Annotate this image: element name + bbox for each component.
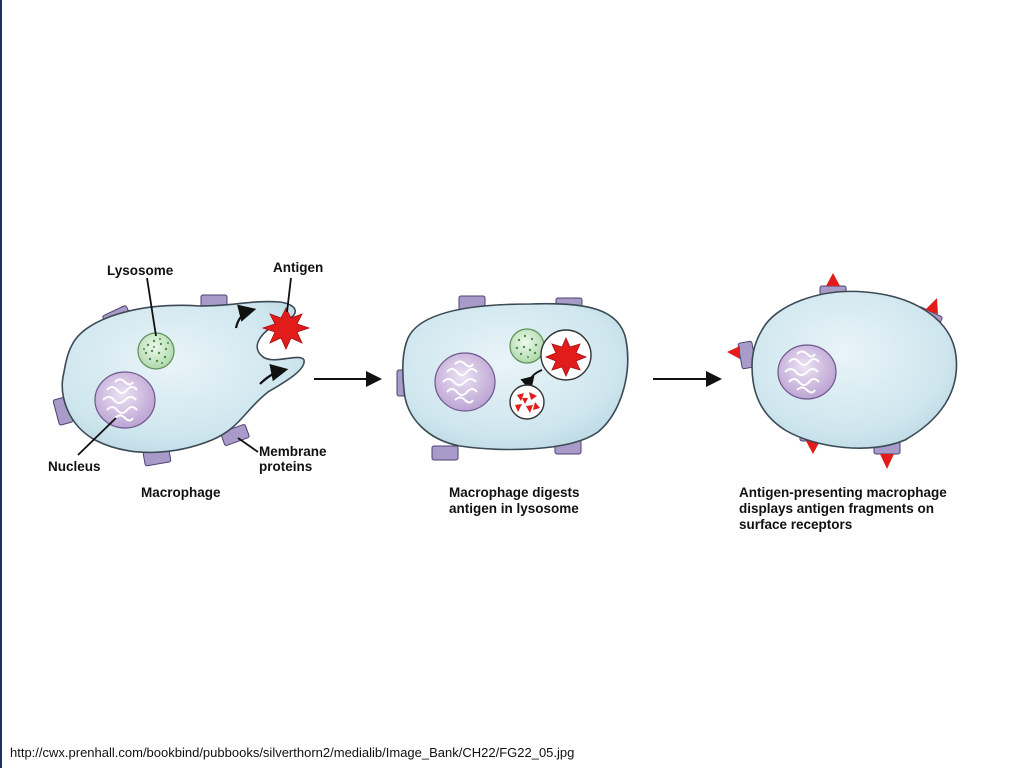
- panel-3-antigen-presentation: Antigen-presenting macrophage displays a…: [727, 273, 958, 532]
- nucleus-panel-3: [777, 344, 837, 400]
- panel-2-caption-line2: antigen in lysosome: [449, 501, 579, 516]
- antigen-presenting-macrophage-cell: [751, 290, 958, 449]
- lysosome-label: Lysosome: [107, 263, 174, 278]
- antigen-label: Antigen: [273, 260, 323, 275]
- lysosome: [137, 332, 175, 370]
- source-url-text: http://cwx.prenhall.com/bookbind/pubbook…: [10, 745, 575, 760]
- panel-1-macrophage: Lysosome Antigen Nucleus Membrane protei…: [48, 260, 327, 500]
- engulf-arrow-bottom: [259, 363, 289, 385]
- nucleus-label: Nucleus: [48, 459, 101, 474]
- displayed-antigen-fragments: [727, 273, 938, 469]
- phagosome-with-antigen: [540, 329, 592, 381]
- nucleus: [94, 371, 156, 429]
- panel-3-caption-line3: surface receptors: [739, 517, 852, 532]
- panel-2-digestion: Macrophage digests antigen in lysosome: [396, 295, 629, 516]
- fragmented-antigen-vesicle: [509, 384, 545, 420]
- antigen-icon: [261, 307, 311, 350]
- membrane-proteins-label-line2: proteins: [259, 459, 312, 474]
- panel-3-caption-line2: displays antigen fragments on: [739, 501, 934, 516]
- left-border: [0, 0, 2, 768]
- panel-2-caption-line1: Macrophage digests: [449, 485, 580, 500]
- engulf-arrow-top: [234, 304, 257, 329]
- panel-1-caption: Macrophage: [141, 485, 221, 500]
- nucleus-panel-2: [434, 352, 496, 412]
- lysosome-panel-2: [509, 328, 545, 364]
- panel-3-caption-line1: Antigen-presenting macrophage: [739, 485, 947, 500]
- membrane-proteins-label-line1: Membrane: [259, 444, 327, 459]
